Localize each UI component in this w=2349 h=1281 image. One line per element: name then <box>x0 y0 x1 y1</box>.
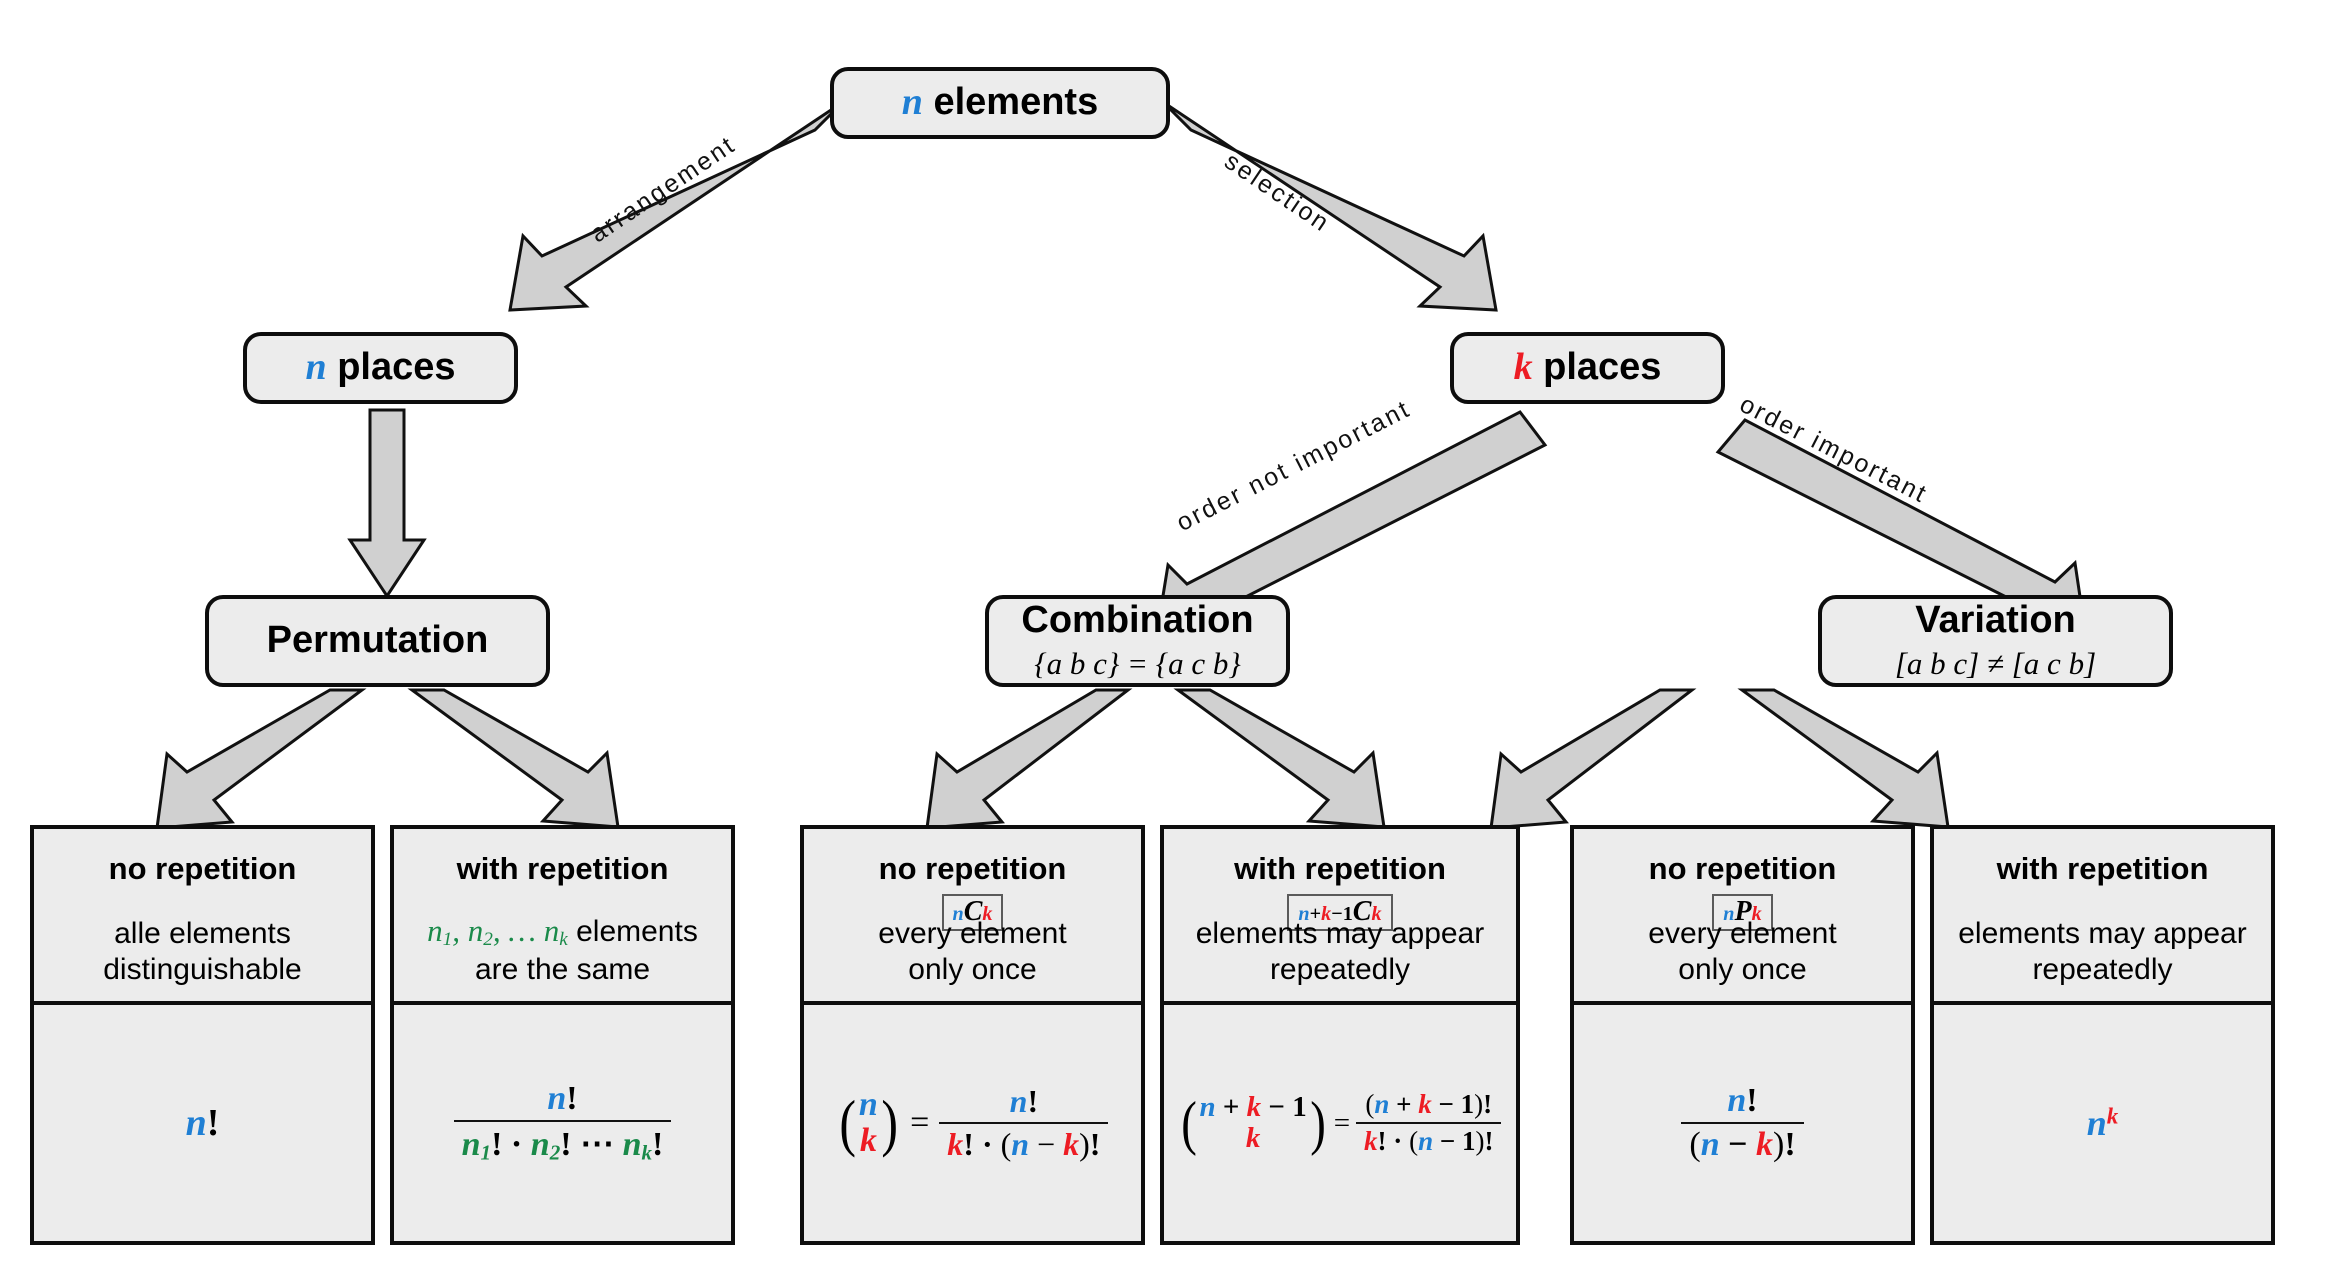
leaf-perm-with-rep-upper: with repetition n1, n2, … nk elements ar… <box>394 829 731 1005</box>
fraction-numerator: n! <box>1727 1082 1758 1119</box>
fraction-denominator: (n − k)! <box>1681 1122 1804 1164</box>
arrow-permutation-to-no-repetition <box>155 688 367 830</box>
leaf-perm-with-rep-head: with repetition <box>456 851 669 886</box>
fraction-denominator: k! · (n − k)! <box>939 1122 1109 1163</box>
desc-line-2: repeatedly <box>1269 952 1411 986</box>
node-permutation-title: Permutation <box>266 619 489 662</box>
leaf-comb-no-rep-upper: no repetition nCk every element only onc… <box>804 829 1141 1005</box>
node-n-elements-text: elements <box>933 81 1099 124</box>
arrow-combination-to-with-repetition <box>1173 688 1386 829</box>
leaf-comb-no-rep-desc: every element only once <box>804 916 1141 987</box>
node-k-places[interactable]: k places <box>1450 332 1725 404</box>
leaf-comb-no-rep-formula: ( n k ) = n! k! · (n − <box>804 1005 1141 1241</box>
leaf-var-no-rep-desc: every element only once <box>1574 916 1911 987</box>
binomial-n-choose-k: ( n k ) <box>838 1085 898 1159</box>
fraction-denominator: n1! · n2! ⋯ nk! <box>453 1120 672 1166</box>
arrow-combination-to-no-repetition <box>925 688 1133 830</box>
leaf-comb-no-rep[interactable]: no repetition nCk every element only onc… <box>800 825 1145 1245</box>
node-n-places-text: places <box>337 346 456 389</box>
node-variation-note: [a b c] ≠ [a c b] <box>1894 645 2097 681</box>
leaf-perm-no-rep-head: no repetition <box>108 851 297 886</box>
elements-subscripted: n1, n2, … nk <box>427 912 568 950</box>
desc-word-elements: elements <box>576 914 698 948</box>
node-k-places-label: k places <box>1513 346 1662 389</box>
arrow-variation-to-no-repetition <box>1489 688 1697 830</box>
leaf-comb-with-rep[interactable]: with repetition n+k−1Ck elements may app… <box>1160 825 1520 1245</box>
leaf-var-with-rep-head: with repetition <box>1996 851 2209 886</box>
desc-line-1: every element <box>1648 917 1837 951</box>
edge-label-arrangement: arrangement <box>585 130 741 249</box>
leaf-perm-no-rep-upper: no repetition alle elements distinguisha… <box>34 829 371 1005</box>
node-k-places-text: places <box>1543 346 1662 389</box>
leaf-var-no-rep-head: no repetition <box>1648 851 1837 886</box>
leaf-var-no-rep-upper: no repetition nPk every element only onc… <box>1574 829 1911 1005</box>
arrow-root-to-k-places <box>1161 100 1498 312</box>
leaf-comb-with-rep-desc: elements may appear repeatedly <box>1164 916 1516 987</box>
node-permutation[interactable]: Permutation <box>205 595 550 687</box>
desc-line-2: only once <box>1678 952 1807 986</box>
fraction-numerator: n! <box>547 1080 578 1118</box>
node-n-places-label: n places <box>305 346 456 389</box>
node-n-elements[interactable]: n elements <box>830 67 1170 139</box>
node-n-elements-label: n elements <box>901 81 1099 124</box>
desc-line-1: n1, n2, … nk elements <box>394 913 731 952</box>
leaf-var-with-rep-desc: elements may appear repeatedly <box>1934 916 2271 987</box>
node-n-places[interactable]: n places <box>243 332 518 404</box>
node-combination-note: {a b c} = {a c b} <box>1034 645 1241 681</box>
node-combination[interactable]: Combination {a b c} = {a c b} <box>985 595 1290 687</box>
leaf-comb-with-rep-formula: ( n + k − 1 k ) = (n + k − 1)! k! <box>1164 1005 1516 1241</box>
leaf-var-with-rep-formula: nk <box>1934 1005 2271 1241</box>
var-n: n <box>305 346 327 389</box>
var-n: n <box>185 1102 207 1144</box>
leaf-comb-with-rep-head: with repetition <box>1234 851 1446 886</box>
leaf-perm-no-rep-desc: alle elements distinguishable <box>34 916 371 987</box>
leaf-comb-no-rep-head: no repetition <box>878 851 1067 886</box>
desc-line-1: elements may appear <box>1958 917 2247 951</box>
leaf-var-with-rep-upper: with repetition elements may appear repe… <box>1934 829 2271 1005</box>
leaf-perm-with-rep-desc: n1, n2, … nk elements are the same <box>394 913 731 987</box>
leaf-comb-with-rep-upper: with repetition n+k−1Ck elements may app… <box>1164 829 1516 1005</box>
node-variation-title: Variation <box>1915 599 2076 642</box>
leaf-var-no-rep-formula: n! (n − k)! <box>1574 1005 1911 1241</box>
arrow-root-to-n-places <box>508 100 845 312</box>
desc-line-2: distinguishable <box>103 952 302 986</box>
leaf-perm-no-rep-formula: n! <box>185 1102 220 1144</box>
desc-line-2: repeatedly <box>2032 952 2173 986</box>
symbol-n-plus-k-minus-1-C-k: n+k−1Ck <box>1287 894 1393 932</box>
symbol-nCk: nCk <box>941 894 1004 932</box>
leaf-perm-with-rep-formula: n! n1! · n2! ⋯ nk! <box>394 1005 731 1241</box>
desc-line-2: are the same <box>474 952 651 986</box>
edge-label-order-not-important: order not important <box>1172 394 1416 537</box>
var-k: k <box>2106 1102 2119 1129</box>
desc-line-2: only once <box>908 952 1037 986</box>
fraction-denominator: k! · (n − 1)! <box>1356 1122 1502 1157</box>
arrow-n-places-to-permutation <box>347 408 427 599</box>
fraction-numerator: n! <box>1009 1083 1039 1119</box>
arrow-permutation-to-with-repetition <box>407 688 620 829</box>
node-combination-title: Combination <box>1021 599 1254 642</box>
arrow-variation-to-with-repetition <box>1737 688 1950 829</box>
leaf-var-no-rep[interactable]: no repetition nPk every element only onc… <box>1570 825 1915 1245</box>
var-k: k <box>1513 346 1533 389</box>
leaf-var-with-rep[interactable]: with repetition elements may appear repe… <box>1930 825 2275 1245</box>
var-n: n <box>2086 1103 2107 1143</box>
binomial-n-plus-k-minus-1-choose-k: ( n + k − 1 k ) <box>1180 1089 1326 1156</box>
symbol-nPk: nPk <box>1712 894 1773 932</box>
desc-line-1: every element <box>878 917 1067 951</box>
edge-label-selection: selection <box>1219 147 1336 238</box>
desc-line-1: elements may appear <box>1195 917 1485 951</box>
desc-line-1: alle elements <box>114 917 291 951</box>
leaf-perm-no-rep[interactable]: no repetition alle elements distinguisha… <box>30 825 375 1245</box>
edge-label-order-important: order important <box>1735 390 1933 509</box>
var-n: n <box>901 81 923 124</box>
leaf-perm-with-rep[interactable]: with repetition n1, n2, … nk elements ar… <box>390 825 735 1245</box>
fraction-numerator: (n + k − 1)! <box>1365 1089 1493 1119</box>
node-variation[interactable]: Variation [a b c] ≠ [a c b] <box>1818 595 2173 687</box>
